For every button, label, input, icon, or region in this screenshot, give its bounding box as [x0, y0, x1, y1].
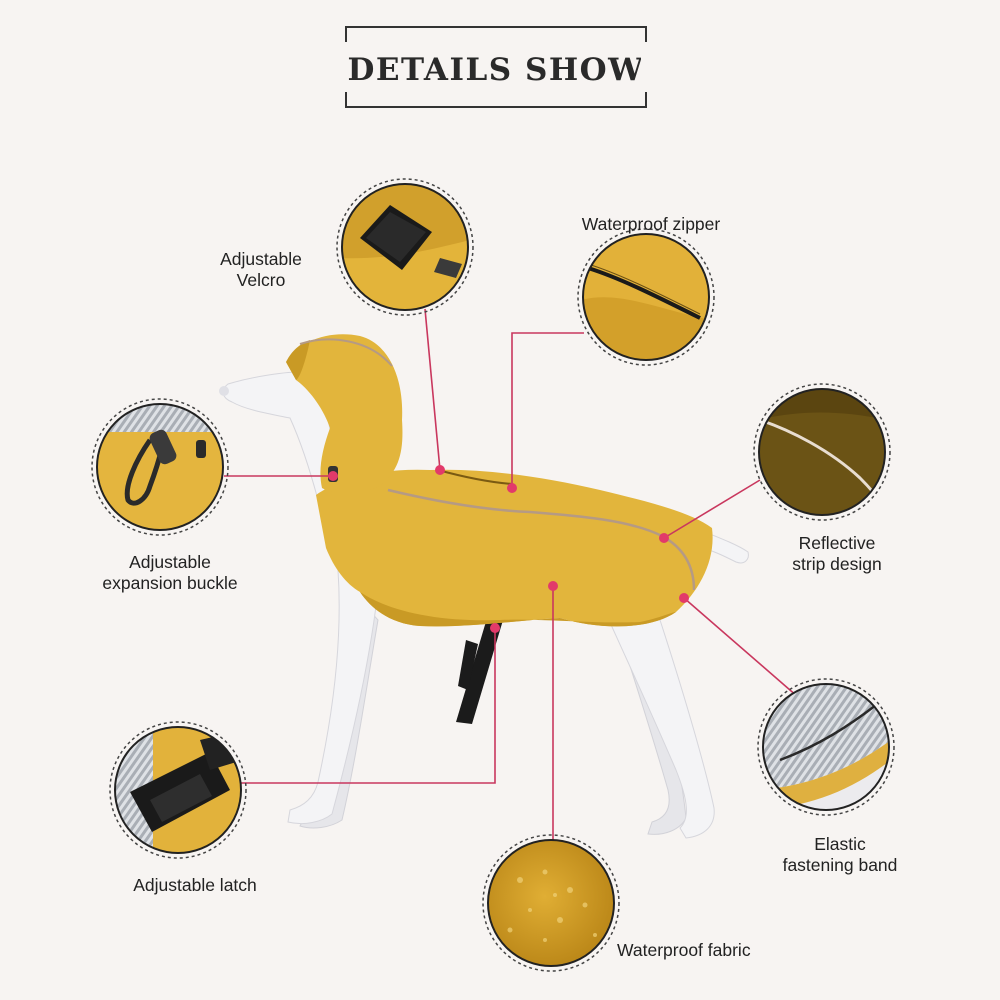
leader-latch [240, 628, 496, 784]
latch-detail-image [109, 721, 247, 859]
label-fabric: Waterproof fabric [617, 940, 787, 961]
label-velcro-line2: Velcro [236, 270, 286, 290]
leader-elastic [683, 597, 799, 698]
label-buckle-line2: expansion buckle [102, 573, 238, 593]
label-reflective-line2: strip design [792, 554, 882, 574]
leader-lines [224, 308, 799, 840]
label-reflective-line1: Reflective [798, 533, 876, 553]
label-latch-line1: Adjustable latch [133, 875, 257, 895]
label-reflective: Reflective strip design [776, 533, 898, 575]
leader-reflective [663, 479, 761, 539]
label-fabric-line1: Waterproof fabric [617, 940, 751, 960]
reflective-detail-image [753, 383, 891, 521]
fabric-detail-image [482, 834, 620, 972]
leader-zipper [511, 332, 584, 488]
label-buckle-line1: Adjustable [129, 552, 211, 572]
label-elastic-line1: Elastic [814, 834, 866, 854]
label-velcro-line1: Adjustable [220, 249, 302, 269]
buckle-detail-image [91, 398, 229, 536]
leader-dots [328, 465, 689, 633]
label-zipper: Waterproof zipper [566, 214, 736, 235]
title-box: DETAILS SHOW [341, 26, 651, 108]
dog-mannequin [219, 371, 749, 839]
zipper-detail-image [577, 228, 715, 366]
label-elastic-line2: fastening band [782, 855, 898, 875]
label-zipper-line1: Waterproof zipper [581, 214, 721, 234]
velcro-detail-image [336, 178, 474, 316]
label-velcro: Adjustable Velcro [200, 249, 322, 291]
label-latch: Adjustable latch [110, 875, 280, 896]
page-title: DETAILS SHOW [347, 52, 645, 88]
label-elastic: Elastic fastening band [768, 834, 912, 876]
raincoat [286, 334, 713, 724]
leader-velcro [424, 308, 441, 471]
elastic-detail-image [757, 678, 895, 816]
label-buckle: Adjustable expansion buckle [80, 552, 260, 594]
